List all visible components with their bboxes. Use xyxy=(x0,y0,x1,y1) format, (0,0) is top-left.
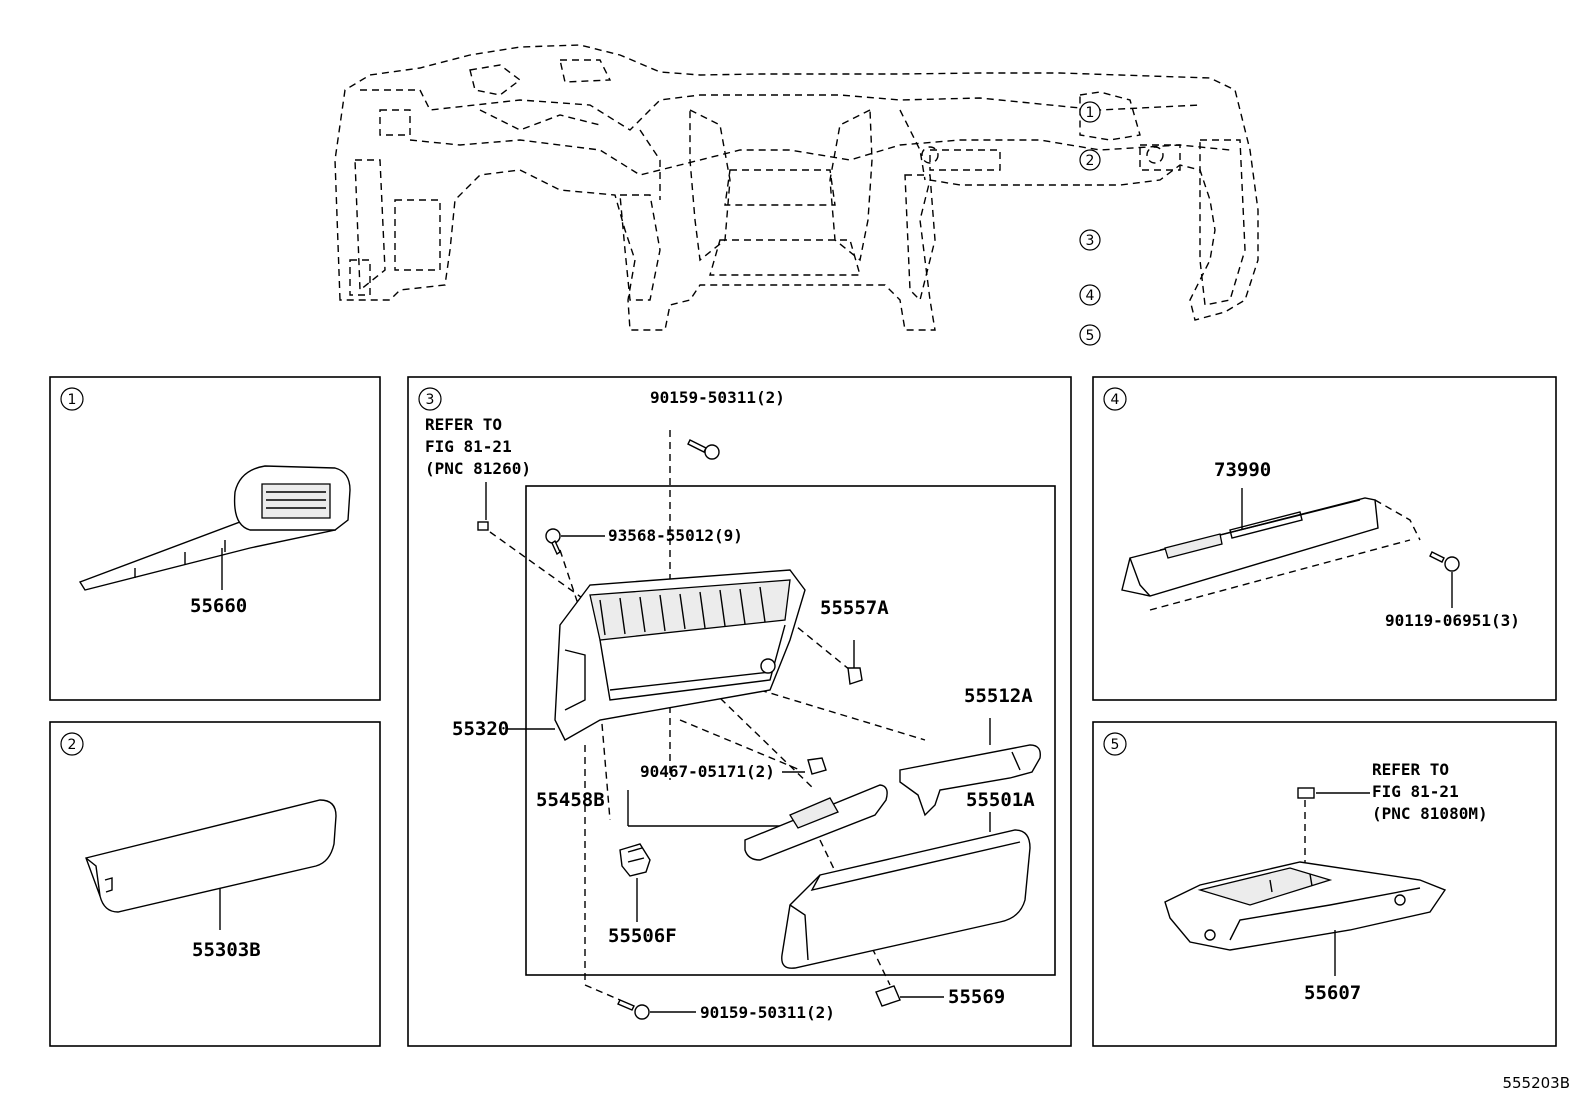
panel-5-number: 5 xyxy=(1111,737,1120,753)
overview-callout-4[interactable]: 4 xyxy=(1079,284,1101,306)
label-55320[interactable]: 55320 xyxy=(452,718,509,740)
panel-4: 4 73990 90119-06951(3) xyxy=(1092,376,1557,701)
label-55660[interactable]: 55660 xyxy=(190,595,247,617)
bumper-icon[interactable] xyxy=(847,640,863,685)
dash-guide-4a xyxy=(1149,539,1411,611)
part-55320-drawing[interactable] xyxy=(554,569,806,741)
panel-2-number: 2 xyxy=(68,737,77,753)
panel-1-badge xyxy=(60,387,84,411)
bolt-icon-top[interactable] xyxy=(687,439,720,460)
refer-note-3-line3: (PNC 81260) xyxy=(425,459,531,478)
part-55303B-drawing[interactable] xyxy=(85,799,337,913)
label-55506F[interactable]: 55506F xyxy=(608,925,677,947)
panel-3: 3 REFER TO FIG 81-21 (PNC 81260) 90159-5… xyxy=(407,376,1072,1047)
overview-callout-3[interactable]: 3 xyxy=(1079,229,1101,251)
cushion-icon[interactable] xyxy=(875,985,901,1007)
part-55501A-drawing[interactable] xyxy=(781,829,1031,969)
panel-2-badge xyxy=(60,732,84,756)
label-90467-05171[interactable]: 90467-05171(2) xyxy=(640,762,775,781)
part-55660-drawing[interactable] xyxy=(78,465,351,591)
refer-note-5-line3: (PNC 81080M) xyxy=(1372,804,1488,823)
instrument-panel-overview xyxy=(334,44,1259,331)
label-55569[interactable]: 55569 xyxy=(948,986,1005,1008)
panel-3-badge xyxy=(418,387,442,411)
part-55512A-drawing[interactable] xyxy=(899,744,1041,817)
panel-1-frame xyxy=(49,376,381,701)
panel-5-badge xyxy=(1103,732,1127,756)
svg-text:1: 1 xyxy=(1086,105,1095,121)
bolt-icon-bottom[interactable] xyxy=(617,999,650,1020)
panel-2-frame xyxy=(49,721,381,1047)
label-93568-55012[interactable]: 93568-55012(9) xyxy=(608,526,743,545)
label-55512A[interactable]: 55512A xyxy=(964,685,1033,707)
svg-text:5: 5 xyxy=(1086,328,1095,344)
panel-5-frame xyxy=(1092,721,1557,1047)
refer-note-5-line2: FIG 81-21 xyxy=(1372,782,1459,801)
panel-1-number: 1 xyxy=(68,392,77,408)
refer-note-3-line2: FIG 81-21 xyxy=(425,437,512,456)
panel-3-number: 3 xyxy=(426,392,435,408)
clip-icon[interactable] xyxy=(477,521,489,531)
clip-icon-90467[interactable] xyxy=(807,757,827,775)
overview-callout-1[interactable]: 1 xyxy=(1079,101,1101,123)
svg-text:2: 2 xyxy=(1086,153,1095,169)
label-55557A[interactable]: 55557A xyxy=(820,597,889,619)
label-90159-50311-top[interactable]: 90159-50311(2) xyxy=(650,388,785,407)
label-55303B[interactable]: 55303B xyxy=(192,939,261,961)
panel-3-inner-frame xyxy=(525,485,1056,976)
dash-guide-refer xyxy=(489,531,586,601)
svg-text:4: 4 xyxy=(1086,288,1095,304)
label-55607[interactable]: 55607 xyxy=(1304,982,1361,1004)
figure-code: 555203B xyxy=(1502,1074,1570,1092)
overview-callout-2[interactable]: 2 xyxy=(1079,149,1101,171)
panel-5: 5 REFER TO FIG 81-21 (PNC 81080M) 55607 xyxy=(1092,721,1557,1047)
label-55458B[interactable]: 55458B xyxy=(536,789,605,811)
panel-3-frame xyxy=(407,376,1072,1047)
panel-4-number: 4 xyxy=(1111,392,1120,408)
label-55501A[interactable]: 55501A xyxy=(966,789,1035,811)
panel-4-badge xyxy=(1103,387,1127,411)
part-73990-drawing[interactable] xyxy=(1121,497,1379,597)
panel-2: 2 55303B xyxy=(49,721,381,1047)
part-55607-drawing[interactable] xyxy=(1164,861,1447,951)
overview-callout-5[interactable]: 5 xyxy=(1079,324,1101,346)
label-90119-06951[interactable]: 90119-06951(3) xyxy=(1385,611,1520,630)
clip-icon-5[interactable] xyxy=(1297,787,1315,799)
refer-note-3-line1: REFER TO xyxy=(425,415,502,434)
label-73990[interactable]: 73990 xyxy=(1214,459,1271,481)
svg-text:3: 3 xyxy=(1086,233,1095,249)
dash-guide-4b xyxy=(1374,499,1421,541)
panel-1: 1 55660 xyxy=(49,376,381,701)
lock-icon[interactable] xyxy=(619,843,651,877)
screw-icon[interactable] xyxy=(545,528,561,556)
bolt-icon-4[interactable] xyxy=(1429,551,1460,572)
label-90159-50311-bottom[interactable]: 90159-50311(2) xyxy=(700,1003,835,1022)
part-55458B-drawing[interactable] xyxy=(744,784,888,861)
refer-note-5-line1: REFER TO xyxy=(1372,760,1449,779)
panel-4-frame xyxy=(1092,376,1557,701)
